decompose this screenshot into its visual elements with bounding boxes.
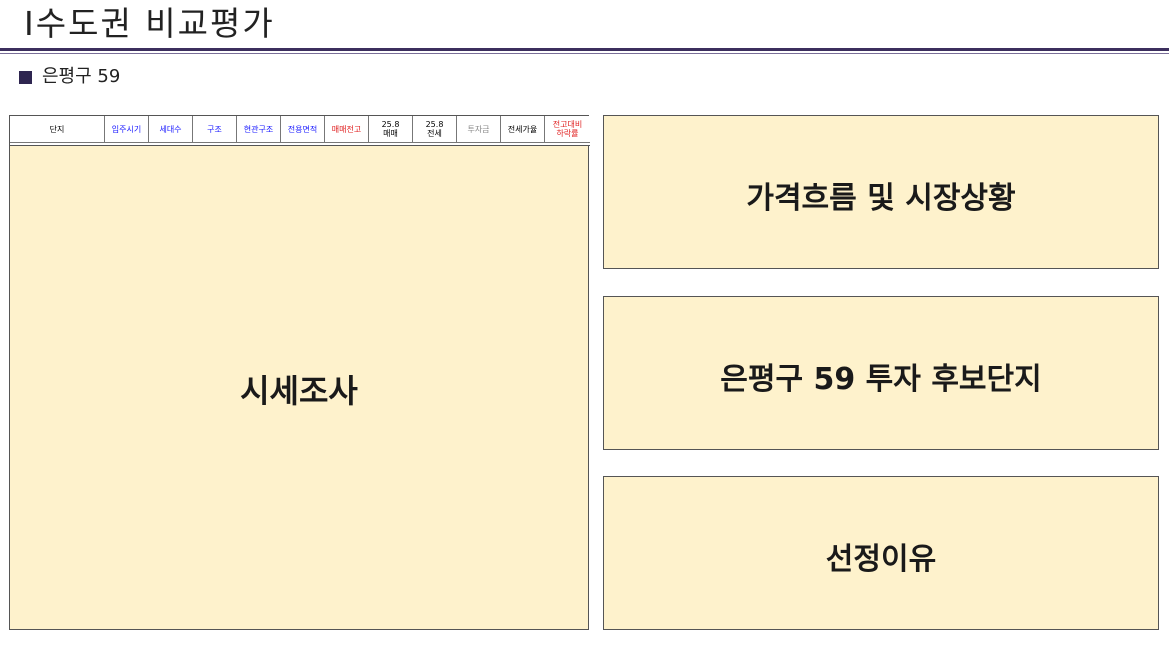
reasons-panel: 선정이유 bbox=[603, 476, 1159, 630]
column-header-jeonse-ratio: 전세가율 bbox=[501, 116, 545, 142]
market-survey-panel: 단지 입주시기 세대수 구조 현관구조 전용면적 매매전고 25.8 매매 25… bbox=[9, 115, 590, 630]
title-divider-thin bbox=[0, 53, 1169, 54]
price-flow-label: 가격흐름 및 시장상황 bbox=[746, 181, 1016, 216]
page-title: Ⅰ수도권 비교평가 bbox=[24, 4, 275, 43]
table-header-bottom-rule bbox=[10, 142, 590, 146]
market-survey-label: 시세조사 bbox=[240, 372, 358, 410]
section-heading-label: 은평구 59 bbox=[42, 66, 121, 87]
column-header-entrance: 현관구조 bbox=[237, 116, 281, 142]
reasons-label: 선정이유 bbox=[825, 542, 937, 577]
column-header-drop-rate: 전고대비 하락률 bbox=[552, 120, 583, 138]
section-heading: 은평구 59 bbox=[19, 66, 120, 88]
column-header-sale-price: 25.8 매매 bbox=[369, 116, 413, 142]
price-flow-panel: 가격흐름 및 시장상황 bbox=[603, 115, 1159, 269]
column-header-structure: 구조 bbox=[193, 116, 237, 142]
column-header-peak-price: 매매전고 bbox=[325, 116, 369, 142]
column-header-move-in: 입주시기 bbox=[105, 116, 149, 142]
square-bullet-icon bbox=[19, 70, 32, 84]
column-header-complex: 단지 bbox=[10, 116, 105, 142]
column-header-investment: 투자금 bbox=[457, 116, 501, 142]
column-header-area: 전용면적 bbox=[281, 116, 325, 142]
candidates-panel: 은평구 59 투자 후보단지 bbox=[603, 296, 1159, 450]
survey-table-header: 단지 입주시기 세대수 구조 현관구조 전용면적 매매전고 25.8 매매 25… bbox=[10, 116, 590, 146]
column-header-jeonse-price: 25.8 전세 bbox=[413, 116, 457, 142]
column-header-households: 세대수 bbox=[149, 116, 193, 142]
title-divider bbox=[0, 48, 1169, 51]
candidates-label: 은평구 59 투자 후보단지 bbox=[720, 362, 1042, 397]
